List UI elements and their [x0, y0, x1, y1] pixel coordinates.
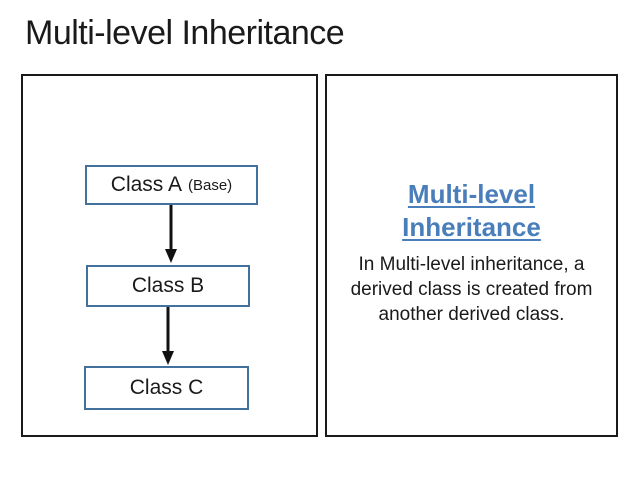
info-body-line: another derived class.	[378, 304, 565, 326]
node-label: Class C	[129, 376, 204, 399]
info-heading-line: Multi-level	[407, 179, 536, 209]
arrow-b-to-c-icon	[162, 307, 174, 365]
info-content: Multi-level Inheritance In Multi-level i…	[327, 178, 616, 327]
node-class-b: Class B	[86, 265, 250, 307]
diagram-panel: Class A (Base) Class B Class C	[21, 74, 318, 437]
node-class-a: Class A (Base)	[85, 165, 258, 205]
info-heading-line: Inheritance	[402, 212, 541, 243]
node-class-c: Class C	[84, 366, 249, 410]
node-sublabel: (Base)	[188, 176, 233, 194]
info-panel: Multi-level Inheritance In Multi-level i…	[325, 74, 618, 437]
node-label: Class B	[131, 274, 205, 297]
info-body: In Multi-level inheritance, a derived cl…	[327, 252, 616, 328]
arrow-a-to-b-icon	[165, 205, 177, 263]
node-label: Class A	[110, 173, 182, 196]
info-heading: Multi-level Inheritance	[327, 178, 616, 245]
info-body-line: derived class is created from	[350, 278, 593, 300]
page-title: Multi-level Inheritance	[25, 14, 345, 52]
info-body-line: In Multi-level inheritance, a	[358, 253, 585, 275]
